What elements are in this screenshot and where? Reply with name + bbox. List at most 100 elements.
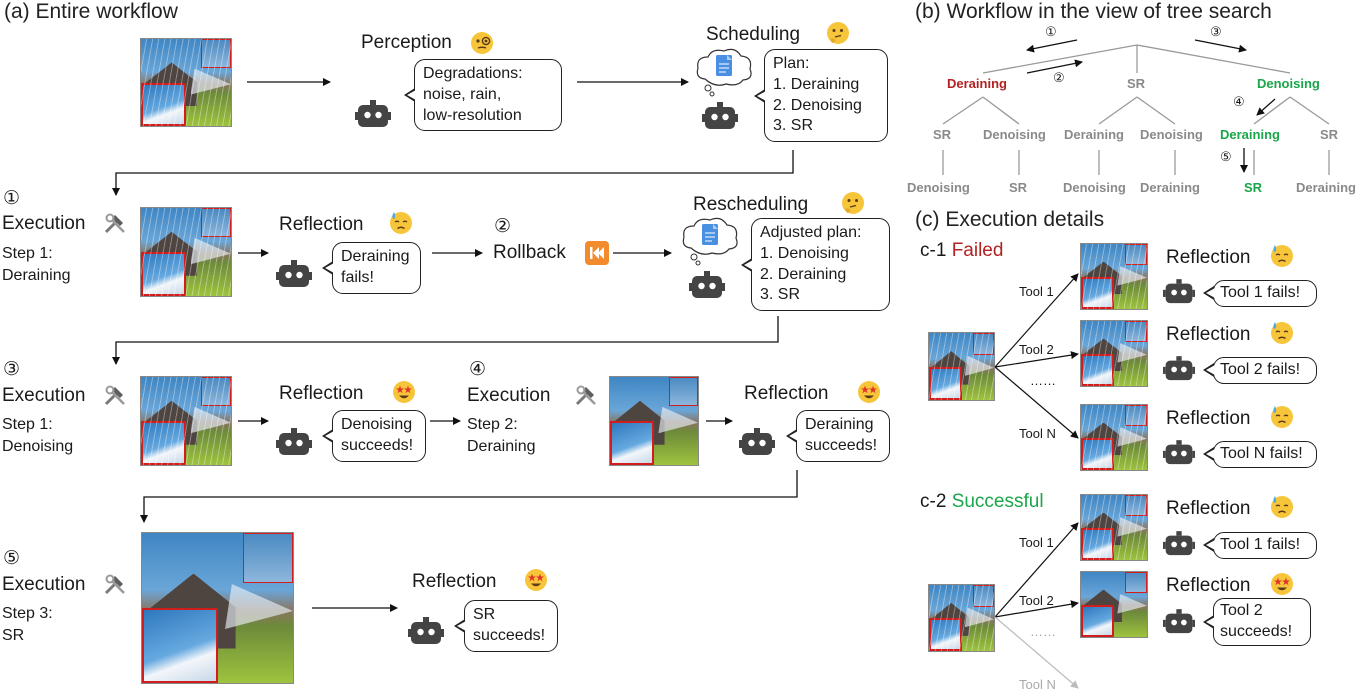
step1-step-label: Step 1: xyxy=(2,245,53,262)
rescheduling-bubble: Adjusted plan: 1. Denoising 2. Deraining… xyxy=(741,218,890,312)
downcast-sweat-face-icon xyxy=(1271,322,1293,344)
search-tree-edges xyxy=(942,44,1330,175)
robot-icon xyxy=(1163,279,1195,304)
c2-reflection-2-bubble: Tool 2 succeeds! xyxy=(1203,598,1311,646)
tree-node-l2-denoising: Denoising xyxy=(1140,127,1203,142)
c1-tool-ellipsis: …… xyxy=(1030,373,1056,388)
step5-execution-label: Execution xyxy=(2,574,86,595)
step5-number: ⑤ xyxy=(3,548,21,569)
robot-icon xyxy=(1163,356,1195,381)
c1-reflection-n-bubble: Tool N fails! xyxy=(1203,441,1317,468)
tree-node-l2-sr: SR xyxy=(933,127,952,142)
c1-tool-2-label: Tool 2 xyxy=(1019,342,1054,357)
step4-execution-label: Execution xyxy=(467,385,551,406)
tree-arrow-1-label: ① xyxy=(1045,24,1057,39)
rewind-icon xyxy=(585,241,609,265)
c1-tool-n-output-image xyxy=(1080,404,1148,471)
robot-icon xyxy=(702,102,738,129)
c2-reflection-1-bubble: Tool 1 fails! xyxy=(1203,532,1317,559)
panel-a-title: (a) Entire workflow xyxy=(4,0,178,23)
step3-task-label: Denoising xyxy=(2,438,74,455)
tree-node-l3-deraining: Deraining xyxy=(1296,180,1356,195)
tree-node-l3-sr-selected: SR xyxy=(1244,180,1263,195)
c2-tool-2-label: Tool 2 xyxy=(1019,593,1054,608)
c2-reflection-1-label: Reflection xyxy=(1166,498,1251,519)
thinking-face-icon xyxy=(842,192,864,214)
c1-heading: c-1 Failed xyxy=(920,240,1004,261)
c1-input-image xyxy=(928,332,995,401)
perception-bubble: Degradations: noise, rain, low-resolutio… xyxy=(404,59,562,132)
step1-image xyxy=(140,207,232,297)
robot-icon xyxy=(276,428,312,455)
tree-node-l3-denoising: Denoising xyxy=(1063,180,1126,195)
tree-arrow-4-label: ④ xyxy=(1233,94,1245,109)
c2-heading: c-2 Successful xyxy=(920,491,1044,512)
step1-reflection-label: Reflection xyxy=(279,214,364,235)
step1-reflection-bubble: Deraining fails! xyxy=(322,242,421,294)
arrow-step4-to-step5 xyxy=(140,470,798,523)
step5-reflection-bubble: SR succeeds! xyxy=(454,600,558,652)
step4-image xyxy=(609,376,699,466)
step5-image xyxy=(141,532,294,684)
tree-node-l2-deraining: Deraining xyxy=(1064,127,1124,142)
step5-reflection-label: Reflection xyxy=(412,571,497,592)
robot-icon xyxy=(408,617,444,644)
perception-label: Perception xyxy=(361,32,452,53)
step3-reflection-bubble: Denoising succeeds! xyxy=(322,410,426,462)
step4-number: ④ xyxy=(469,359,487,380)
tree-arrow-3-label: ③ xyxy=(1210,24,1222,39)
panel-c-title: (c) Execution details xyxy=(915,208,1105,231)
step4-task-label: Deraining xyxy=(467,438,536,455)
star-struck-face-icon xyxy=(1271,573,1293,595)
step3-number: ③ xyxy=(3,359,21,380)
tree-arrow-2-label: ② xyxy=(1053,70,1065,85)
c1-reflection-2-label: Reflection xyxy=(1166,324,1251,345)
monocle-face-icon xyxy=(471,32,493,54)
robot-icon xyxy=(689,271,725,298)
robot-icon xyxy=(1163,531,1195,556)
input-image xyxy=(140,38,232,127)
rollback-label: Rollback xyxy=(493,242,566,263)
c2-tool-n-label: Tool N xyxy=(1019,677,1056,692)
thinking-face-icon xyxy=(827,22,849,44)
step4-step-label: Step 2: xyxy=(467,416,518,433)
step3-step-label: Step 1: xyxy=(2,416,53,433)
c2-tool-1-output-image xyxy=(1080,494,1148,561)
tree-node-l2-denoising: Denoising xyxy=(983,127,1046,142)
panel-b-title: (b) Workflow in the view of tree search xyxy=(915,0,1272,23)
c2-tool-1-label: Tool 1 xyxy=(1019,535,1054,550)
c1-reflection-1-bubble: Tool 1 fails! xyxy=(1203,280,1317,307)
star-struck-face-icon xyxy=(393,381,415,403)
robot-icon xyxy=(739,428,775,455)
robot-icon xyxy=(1163,440,1195,465)
downcast-sweat-face-icon xyxy=(1271,496,1293,518)
robot-icon xyxy=(1163,609,1195,634)
step5-step-label: Step 3: xyxy=(2,605,53,622)
tree-node-l3-sr: SR xyxy=(1009,180,1028,195)
step3-image xyxy=(140,376,232,466)
rollback-number: ② xyxy=(494,216,512,237)
c2-input-image xyxy=(928,584,995,652)
c1-tool-2-output-image xyxy=(1080,320,1148,387)
c1-reflection-1-label: Reflection xyxy=(1166,247,1251,268)
arrow-scheduling-to-step1 xyxy=(112,150,794,196)
scheduling-label: Scheduling xyxy=(706,24,801,45)
tree-node-denoising: Denoising xyxy=(1257,76,1320,91)
tree-node-l2-deraining-selected: Deraining xyxy=(1220,127,1280,142)
hammer-wrench-icon xyxy=(575,385,596,406)
hammer-wrench-icon xyxy=(104,574,125,595)
c2-tool-2-output-image xyxy=(1080,571,1148,638)
c1-tool-1-output-image xyxy=(1080,243,1148,310)
step1-number: ① xyxy=(3,188,21,209)
star-struck-face-icon xyxy=(525,569,547,591)
tree-node-l2-sr: SR xyxy=(1320,127,1339,142)
c1-tool-n-label: Tool N xyxy=(1019,426,1056,441)
downcast-sweat-face-icon xyxy=(390,212,412,234)
thought-cloud-document-icon xyxy=(696,48,752,97)
c1-reflection-2-bubble: Tool 2 fails! xyxy=(1203,357,1317,384)
star-struck-face-icon xyxy=(858,381,880,403)
scheduling-bubble: Plan: 1. Deraining 2. Denoising 3. SR xyxy=(754,49,888,143)
robot-icon xyxy=(276,260,312,287)
step4-reflection-label: Reflection xyxy=(744,383,829,404)
